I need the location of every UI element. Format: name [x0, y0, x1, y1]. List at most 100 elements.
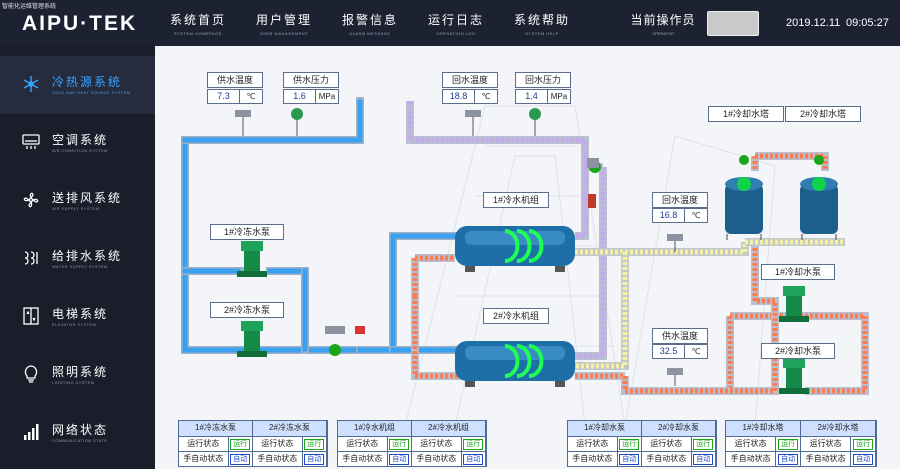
status-value: 自动 — [618, 452, 642, 466]
sidebar-item-label: 网络状态 — [52, 423, 109, 437]
fan-icon — [23, 192, 39, 208]
nav-help-sublabel: SYSTEM HELP — [525, 31, 559, 36]
status-value: 运行 — [229, 437, 253, 451]
air-conditioner-icon — [22, 134, 40, 149]
chilled-pump-1-label: 1#冷冻水泵 — [210, 224, 284, 240]
status-key: 运行状态 — [412, 437, 462, 451]
status-panel-cooling-pumps: 1#冷却水泵 2#冷却水泵 运行状态 运行 运行状态 运行 手自动状态 自动 手… — [567, 420, 717, 467]
right-supply-temp-value: 32.5 ℃ — [652, 344, 708, 359]
status-key: 手自动状态 — [642, 452, 692, 466]
status-panel-chillers: 1#冷水机组 2#冷水机组 运行状态 运行 运行状态 运行 手自动状态 自动 手… — [337, 420, 487, 467]
sidebar-item-air-condition[interactable]: 空调系统 AIR CONDITION SYSTEM — [0, 114, 155, 172]
status-key: 运行状态 — [253, 437, 303, 451]
supply-temp-label: 供水温度 — [207, 72, 263, 88]
sidebar-item-sublabel: LIGHTING SYSTEM — [52, 380, 95, 385]
date-display: 2019.12.11 — [786, 17, 841, 29]
sidebar-item-network[interactable]: 网络状态 COMMUNICATION STATE — [0, 404, 155, 462]
chilled-water-pump-1[interactable] — [237, 241, 267, 277]
status-key: 运行状态 — [642, 437, 692, 451]
panel-header: 1#冷却水泵 — [568, 421, 642, 436]
sidebar-item-water-supply[interactable]: 给排水系统 WATER SUPPLY SYSTEM — [0, 230, 155, 288]
logo: AIPU·TEK — [22, 12, 138, 35]
sidebar-item-label: 照明系统 — [52, 365, 109, 379]
sidebar-item-elevator[interactable]: 电梯系统 ELEVATOR SYSTEM — [0, 288, 155, 346]
status-value: 运行 — [618, 437, 642, 451]
table-row: 手自动状态 自动 手自动状态 自动 — [179, 451, 327, 466]
table-row: 运行状态 运行 运行状态 运行 — [338, 436, 486, 451]
chiller-1[interactable] — [455, 226, 575, 272]
return-temp-value: 18.8 ℃ — [442, 89, 498, 104]
status-key: 手自动状态 — [801, 452, 852, 466]
status-value: 运行 — [462, 437, 486, 451]
table-row: 运行状态 运行 运行状态 运行 — [568, 436, 716, 451]
table-row: 手自动状态 自动 手自动状态 自动 — [338, 451, 486, 466]
cooling-water-pump-2[interactable] — [779, 358, 809, 394]
elevator-icon — [23, 307, 39, 325]
sidebar-item-lighting[interactable]: 照明系统 LIGHTING SYSTEM — [0, 346, 155, 404]
chiller-2-label: 2#冷水机组 — [483, 308, 549, 324]
sidebar-item-label: 给排水系统 — [52, 249, 123, 263]
operator-label-en: OPERATOR — [651, 31, 675, 36]
nav-log-label: 运行日志 — [427, 13, 484, 27]
valve-chilled — [325, 326, 365, 356]
operator-box[interactable] — [707, 11, 759, 36]
chiller-1-label: 1#冷水机组 — [483, 192, 549, 208]
sidebar-item-air-supply[interactable]: 送排风系统 AIR SUPPLY SYSTEM — [0, 172, 155, 230]
cooling-tower-1-label: 1#冷却水塔 — [708, 106, 784, 122]
chiller-2[interactable] — [455, 341, 575, 387]
status-key: 手自动状态 — [179, 452, 229, 466]
panel-header: 2#冷却水泵 — [642, 421, 716, 436]
nav-home-label: 系统首页 — [169, 13, 226, 27]
status-key: 手自动状态 — [412, 452, 462, 466]
sensor-right-return — [667, 234, 683, 252]
return-pressure-value: 1.4 MPa — [515, 89, 571, 104]
right-return-temp-number: 16.8 — [653, 209, 685, 222]
nav-help[interactable]: 系统帮助 SYSTEM HELP — [499, 0, 585, 46]
status-value: 运行 — [851, 437, 876, 451]
nav-alarm[interactable]: 报警信息 ALARM MESSAGE — [327, 0, 413, 46]
status-value: 自动 — [229, 452, 253, 466]
sidebar-item-sublabel: AIR CONDITION SYSTEM — [52, 148, 108, 153]
supply-temp-number: 7.3 — [208, 90, 240, 103]
operator-label: 当前操作员 OPERATOR — [628, 11, 698, 36]
cooling-tower-2-label: 2#冷却水塔 — [785, 106, 861, 122]
return-pressure-label: 回水压力 — [515, 72, 571, 88]
status-key: 手自动状态 — [726, 452, 777, 466]
nav-user-sublabel: USER MANAGEMENT — [259, 31, 309, 36]
return-temp-unit: ℃ — [481, 92, 491, 101]
operator-label-zh: 当前操作员 — [630, 13, 696, 27]
cooling-pump-2-label: 2#冷却水泵 — [761, 343, 835, 359]
chilled-water-pump-2[interactable] — [237, 321, 267, 357]
status-value: 自动 — [388, 452, 412, 466]
supply-pressure-unit: MPa — [318, 92, 336, 101]
chilled-pump-2-label: 2#冷冻水泵 — [210, 302, 284, 318]
return-temp-label: 回水温度 — [442, 72, 498, 88]
sensor-supply-pressure — [291, 108, 303, 136]
nav-help-label: 系统帮助 — [513, 13, 570, 27]
status-key: 运行状态 — [801, 437, 852, 451]
table-row: 运行状态 运行 运行状态 运行 — [726, 436, 876, 451]
valve-return — [587, 158, 601, 208]
supply-temp-unit: ℃ — [246, 92, 256, 101]
cooling-tower-1[interactable] — [725, 155, 763, 240]
sidebar-item-sublabel: ELEVATOR SYSTEM — [52, 322, 97, 327]
nav-operation-log[interactable]: 运行日志 OPERATION LOG — [413, 0, 499, 46]
water-icon — [24, 251, 38, 265]
nav-user-management[interactable]: 用户管理 USER MANAGEMENT — [241, 0, 327, 46]
sidebar-item-sublabel: COMMUNICATION STATE — [52, 438, 108, 443]
sensor-supply-temp — [235, 110, 251, 136]
cooling-tower-2[interactable] — [800, 155, 838, 240]
sidebar-item-label: 冷热源系统 — [52, 75, 123, 89]
nav-home[interactable]: 系统首页 SYSTEM HOMEPAGE — [155, 0, 241, 46]
sensor-return-pressure — [529, 108, 541, 136]
status-key: 运行状态 — [726, 437, 777, 451]
status-value: 自动 — [303, 452, 327, 466]
panel-header: 2#冷冻水泵 — [253, 421, 327, 436]
sidebar-item-cold-heat-source[interactable]: 冷热源系统 COLD AND HEAT SOURCE SYSTEM — [0, 56, 155, 114]
right-return-temp-unit: ℃ — [691, 211, 701, 220]
chilled-water-pipes — [181, 97, 459, 354]
supply-pressure-label: 供水压力 — [283, 72, 339, 88]
status-panel-chilled-pumps: 1#冷冻水泵 2#冷冻水泵 运行状态 运行 运行状态 运行 手自动状态 自动 手… — [178, 420, 328, 467]
cooling-water-pump-1[interactable] — [779, 286, 809, 322]
supply-temp-value: 7.3 ℃ — [207, 89, 263, 104]
